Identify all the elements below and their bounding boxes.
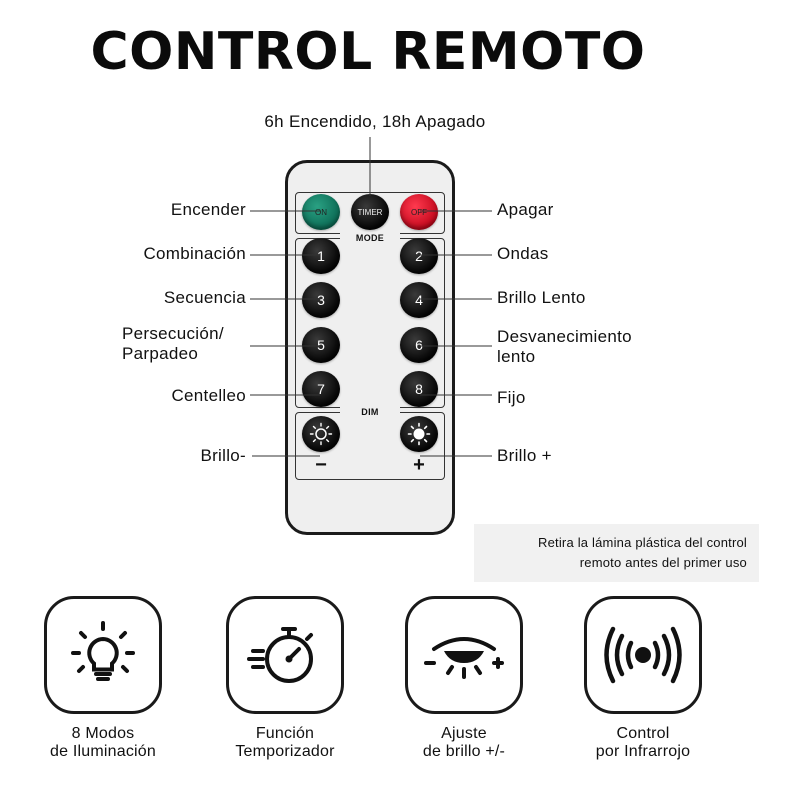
- feature-brightness: [405, 596, 523, 714]
- timer-button[interactable]: TIMER: [351, 194, 389, 230]
- feature-label-line2: Temporizador: [235, 743, 335, 760]
- label-brillo-plus: Brillo +: [497, 446, 552, 465]
- mode-button-label: 5: [317, 337, 325, 353]
- off-button-label: OFF: [411, 207, 427, 217]
- mode-button-4[interactable]: 4: [400, 282, 438, 318]
- mode-button-label: 3: [317, 292, 325, 308]
- feature-label-line1: Control: [616, 725, 670, 742]
- label-fijo: Fijo: [497, 388, 526, 407]
- note-line2: remoto antes del primer uso: [579, 555, 747, 570]
- mode-button-label: 6: [415, 337, 423, 353]
- label-brillo-minus: Brillo-: [200, 446, 246, 465]
- label-centelleo: Centelleo: [171, 386, 246, 405]
- mode-button-2[interactable]: 2: [400, 238, 438, 274]
- feature-label-brightness: Ajuste de brillo +/-: [374, 725, 554, 761]
- on-button[interactable]: ON: [302, 194, 340, 230]
- label-combinacion: Combinación: [143, 244, 246, 263]
- stopwatch-icon: [247, 627, 313, 683]
- label-persecucion-line1: Persecución/: [122, 324, 224, 343]
- page-title: CONTROL REMOTO: [90, 22, 646, 82]
- label-persecucion: Persecución/ Parpadeo: [122, 324, 224, 364]
- brightness-eye-icon: [424, 637, 504, 679]
- dim-plus-sign: +: [413, 454, 425, 476]
- timer-caption: 6h Encendido, 18h Apagado: [264, 112, 486, 131]
- sun-outline-icon: [309, 422, 333, 446]
- label-desvanecimiento: Desvanecimiento lento: [497, 327, 632, 367]
- feature-label-line1: Ajuste: [441, 725, 487, 742]
- brightness-up-button[interactable]: [400, 416, 438, 452]
- label-persecucion-line2: Parpadeo: [122, 344, 199, 363]
- label-encender: Encender: [170, 200, 246, 219]
- feature-label-infrared: Control por Infrarrojo: [553, 725, 733, 761]
- lightbulb-icon: [71, 621, 135, 681]
- label-apagar: Apagar: [497, 200, 554, 219]
- label-secuencia: Secuencia: [163, 288, 246, 307]
- dim-section-label: DIM: [340, 407, 400, 417]
- mode-button-3[interactable]: 3: [302, 282, 340, 318]
- feature-label-timer: Función Temporizador: [195, 725, 375, 761]
- label-ondas: Ondas: [497, 244, 549, 263]
- timer-button-label: TIMER: [357, 207, 383, 217]
- dim-minus-sign: −: [315, 454, 327, 476]
- mode-button-5[interactable]: 5: [302, 327, 340, 363]
- infrared-signal-icon: [604, 626, 682, 684]
- mode-button-1[interactable]: 1: [302, 238, 340, 274]
- mode-button-6[interactable]: 6: [400, 327, 438, 363]
- feature-label-line1: 8 Modos: [71, 725, 135, 742]
- feature-timer: [226, 596, 344, 714]
- mode-button-label: 2: [415, 248, 423, 264]
- brightness-down-button[interactable]: [302, 416, 340, 452]
- feature-label-lighting: 8 Modos de Iluminación: [13, 725, 193, 761]
- feature-lighting-modes: [44, 596, 162, 714]
- note-line1: Retira la lámina plástica del control: [538, 535, 747, 550]
- sun-filled-icon: [407, 422, 431, 446]
- mode-button-label: 8: [415, 381, 423, 397]
- mode-button-7[interactable]: 7: [302, 371, 340, 407]
- feature-label-line1: Función: [255, 725, 315, 742]
- feature-infrared: [584, 596, 702, 714]
- on-button-label: ON: [315, 207, 327, 217]
- mode-button-8[interactable]: 8: [400, 371, 438, 407]
- feature-label-line2: de brillo +/-: [422, 743, 506, 760]
- mode-button-label: 7: [317, 381, 325, 397]
- label-desvanecimiento-line2: lento: [497, 347, 536, 366]
- feature-label-line2: de Iluminación: [50, 743, 156, 760]
- mode-button-label: 1: [317, 248, 325, 264]
- label-desvanecimiento-line1: Desvanecimiento: [497, 327, 632, 346]
- removal-note: Retira la lámina plástica del control re…: [474, 524, 759, 582]
- off-button[interactable]: OFF: [400, 194, 438, 230]
- mode-section-label: MODE: [340, 233, 400, 243]
- feature-label-line2: por Infrarrojo: [595, 743, 691, 760]
- mode-button-label: 4: [415, 292, 423, 308]
- label-brillo-lento: Brillo Lento: [497, 288, 586, 307]
